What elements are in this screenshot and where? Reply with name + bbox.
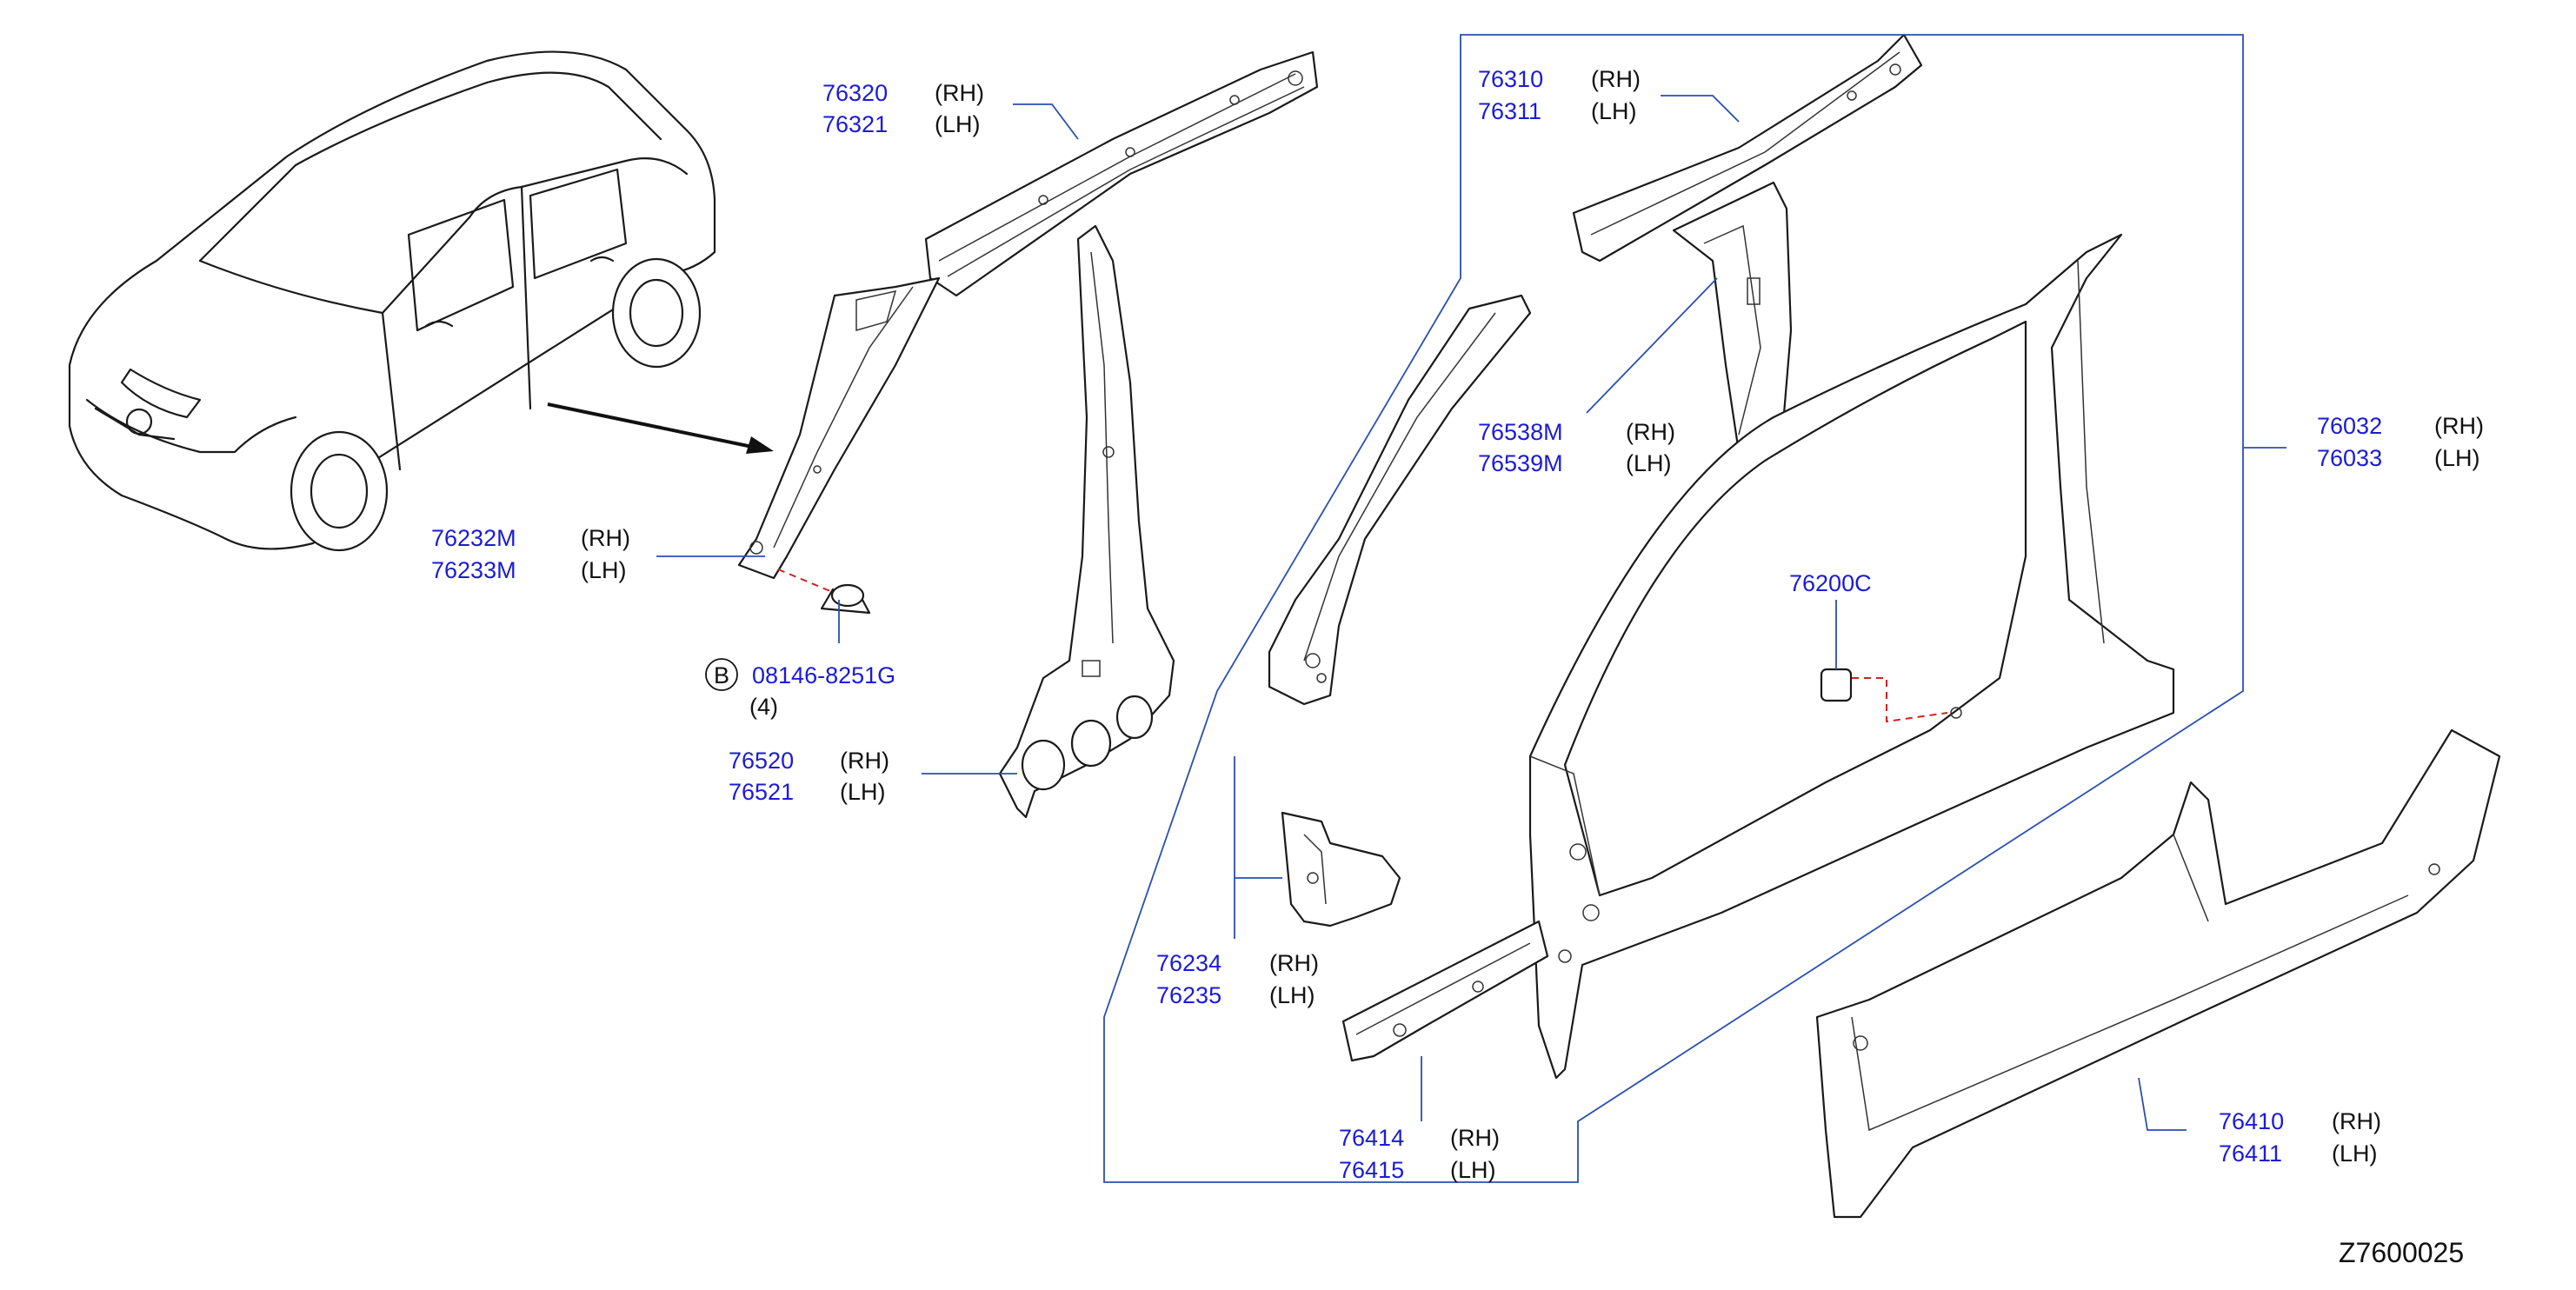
callout-sill-inner-front[interactable]: 76414 (RH) 76415 (LH) [1339, 1125, 1500, 1183]
svg-text:76411: 76411 [2219, 1140, 2282, 1167]
svg-text:(RH): (RH) [1269, 950, 1319, 976]
svg-text:08146-8251G: 08146-8251G [752, 662, 895, 688]
callout-center-pillar-reinforce[interactable]: 76538M (RH) 76539M (LH) [1478, 419, 1675, 476]
part-body-side-outer [1528, 233, 2175, 1080]
svg-text:(RH): (RH) [1591, 66, 1641, 92]
svg-text:76234: 76234 [1156, 950, 1221, 976]
svg-text:76538M: 76538M [1478, 419, 1563, 445]
part-front-pillar-lower [1281, 811, 1401, 928]
svg-text:(LH): (LH) [581, 557, 627, 583]
svg-text:(RH): (RH) [2434, 413, 2484, 439]
callout-plug[interactable]: 76200C [1789, 570, 1872, 596]
diagram-ref-code: Z7600025 [2339, 1237, 2464, 1268]
callout-front-pillar-upper[interactable]: 76232M (RH) 76233M (LH) [431, 525, 630, 583]
bolt-part [777, 569, 871, 615]
svg-text:(LH): (LH) [1450, 1157, 1496, 1183]
svg-text:76311: 76311 [1478, 98, 1541, 124]
callout-bolt[interactable]: B 08146-8251G (4) [705, 658, 895, 720]
svg-text:76235: 76235 [1156, 982, 1221, 1008]
svg-text:(LH): (LH) [1269, 982, 1315, 1008]
part-roof-side-rail [1572, 33, 1923, 263]
svg-text:(LH): (LH) [1626, 450, 1672, 476]
bolt-badge: B [714, 662, 729, 688]
svg-text:(RH): (RH) [840, 748, 889, 774]
svg-text:76033: 76033 [2317, 445, 2382, 471]
svg-text:76539M: 76539M [1478, 450, 1563, 476]
part-front-pillar-upper [737, 276, 941, 580]
svg-text:76232M: 76232M [431, 525, 516, 551]
svg-text:(LH): (LH) [935, 111, 981, 137]
svg-text:76233M: 76233M [431, 557, 516, 583]
part-center-pillar-reinforce [1672, 181, 1793, 454]
callout-center-pillar-inner[interactable]: 76520 (RH) 76521 (LH) [729, 748, 889, 805]
part-roof-rail-outer [924, 50, 1319, 297]
svg-text:76320: 76320 [822, 80, 888, 106]
callout-sill-outer[interactable]: 76410 (RH) 76411 (LH) [2219, 1108, 2381, 1167]
svg-text:76200C: 76200C [1789, 570, 1872, 596]
part-center-pillar-inner [998, 224, 1175, 819]
svg-text:(RH): (RH) [935, 80, 984, 106]
svg-text:76414: 76414 [1339, 1125, 1404, 1151]
svg-text:76310: 76310 [1478, 66, 1543, 92]
svg-text:(RH): (RH) [1450, 1125, 1500, 1151]
vehicle-illustration [68, 50, 716, 552]
svg-text:(RH): (RH) [1626, 419, 1675, 445]
svg-text:76032: 76032 [2317, 413, 2382, 439]
callout-roof-rail-outer[interactable]: 76320 (RH) 76321 (LH) [822, 80, 984, 137]
svg-text:(LH): (LH) [2434, 445, 2480, 471]
svg-text:76521: 76521 [729, 779, 794, 805]
svg-text:(LH): (LH) [840, 779, 886, 805]
svg-text:76520: 76520 [729, 748, 794, 774]
svg-text:76321: 76321 [822, 111, 888, 137]
direction-arrow [547, 402, 774, 454]
svg-text:(4): (4) [749, 694, 778, 720]
svg-text:76410: 76410 [2219, 1108, 2284, 1134]
svg-text:(LH): (LH) [1591, 98, 1637, 124]
leader-lines [656, 34, 2286, 1183]
svg-text:76415: 76415 [1339, 1157, 1404, 1183]
part-sill-inner-front [1341, 920, 1549, 1062]
part-sill-outer [1815, 728, 2501, 1219]
part-front-pillar-inner [1268, 294, 1532, 706]
callout-front-pillar-lower[interactable]: 76234 (RH) 76235 (LH) [1156, 950, 1319, 1008]
svg-text:(RH): (RH) [581, 525, 630, 551]
svg-text:(LH): (LH) [2332, 1140, 2378, 1167]
svg-text:(RH): (RH) [2332, 1108, 2381, 1134]
plug-part [1820, 668, 1948, 723]
callout-body-side-outer[interactable]: 76032 (RH) 76033 (LH) [2317, 413, 2484, 471]
callout-roof-side-rail[interactable]: 76310 (RH) 76311 (LH) [1478, 66, 1641, 124]
